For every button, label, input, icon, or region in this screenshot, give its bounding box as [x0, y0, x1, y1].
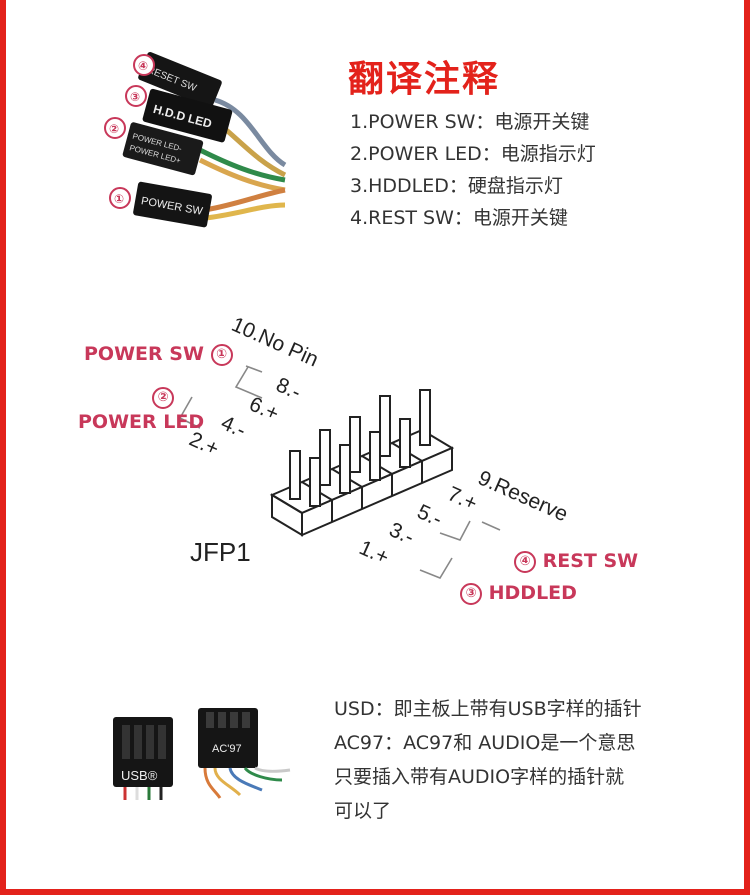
page-title: 翻译注释 [348, 59, 501, 100]
hdd-led-plug: H.D.D LED [142, 88, 233, 143]
marker-3: ③ [130, 90, 140, 104]
rest-sw-text: REST SW [542, 550, 639, 572]
legend-item-rest-sw: 4.REST SW：电源开关键 [350, 207, 568, 229]
usb-description-line-3: 只要插入带有AUDIO字样的插针就 [334, 766, 625, 788]
power-led-label: POWER LED [78, 411, 204, 433]
jfp1-title: JFP1 [190, 537, 251, 567]
power-led-text: POWER LED [78, 411, 205, 433]
power-sw-label: POWER SW ① [84, 343, 233, 366]
ac97-connector: AC'97 [198, 708, 291, 799]
hddled-label: ③ HDDLED [460, 582, 577, 605]
ac97-label: AC'97 [212, 743, 242, 755]
usb-description: USD：即主板上带有USB字样的插针 AC97：AC97和 AUDIO是一个意思… [334, 692, 714, 828]
usb-label: USB® [121, 768, 158, 783]
power-sw-plug: POWER SW [133, 181, 212, 228]
usb-connector: USB® [113, 717, 173, 800]
hddled-text: HDDLED [488, 582, 577, 604]
legend-item-hddled: 3.HDDLED：硬盘指示灯 [350, 175, 563, 197]
pins-back-row [289, 389, 431, 500]
legend-item-power-sw: 1.POWER SW：电源开关键 [350, 111, 590, 133]
legend-item-power-led: 2.POWER LED：电源指示灯 [350, 143, 596, 165]
power-sw-text: POWER SW [84, 343, 204, 365]
usb-description-line-4: 可以了 [334, 800, 392, 822]
rest-sw-number: ④ [514, 550, 536, 573]
power-led-plug: POWER LED- POWER LED+ [122, 122, 204, 176]
bracket-lines [178, 365, 501, 579]
power-led-number: ② [152, 386, 174, 409]
marker-1: ① [114, 192, 124, 206]
power-sw-number: ① [210, 343, 233, 366]
rest-sw-label: ④ REST SW [514, 550, 638, 573]
hddled-number: ③ [460, 582, 482, 605]
marker-4: ④ [138, 59, 148, 73]
legend-list: 1.POWER SW：电源开关键 2.POWER LED：电源指示灯 3.HDD… [350, 106, 596, 234]
marker-2: ② [109, 122, 119, 136]
usb-description-line-2: AC97：AC97和 AUDIO是一个意思 [334, 732, 636, 754]
usb-description-line-1: USD：即主板上带有USB字样的插针 [334, 698, 642, 720]
power-led-number-label: ② [152, 386, 174, 409]
